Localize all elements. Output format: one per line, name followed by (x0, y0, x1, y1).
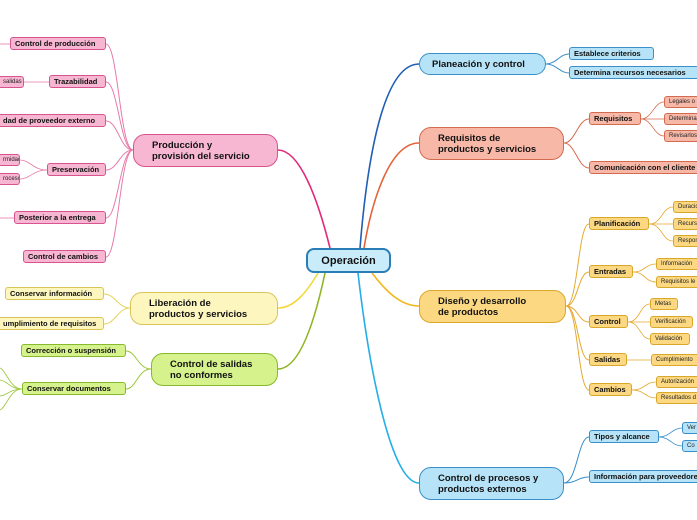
leaf-revisarlos[interactable]: Revisarlos (664, 130, 697, 142)
branch-planeacion[interactable]: Planeación y control (419, 53, 546, 75)
sub-planificacion[interactable]: Planificación (589, 217, 649, 230)
leaf-validacion[interactable]: Validación (650, 333, 690, 345)
branch-liberacion[interactable]: Liberación de productos y servicios (130, 292, 278, 325)
sub-cumplimiento-requisitos[interactable]: umplimiento de requisitos (0, 317, 104, 330)
sub-conservar-informacion[interactable]: Conservar información (5, 287, 104, 300)
sub-trazabilidad[interactable]: Trazabilidad (49, 75, 106, 88)
leaf-recursos[interactable]: Recursos (673, 218, 697, 230)
leaf-requisitos-legales[interactable]: Requisitos le (656, 276, 697, 288)
sub-preservacion[interactable]: Preservación (47, 163, 106, 176)
leaf-verificacion[interactable]: Verificación (650, 316, 693, 328)
sub-salidas[interactable]: Salidas (589, 353, 627, 366)
sub-propiedad-proveedor[interactable]: dad de proveedor externo (0, 114, 106, 127)
sub-control[interactable]: Control (589, 315, 628, 328)
leaf-metas[interactable]: Metas (650, 298, 678, 310)
leaf-determina[interactable]: Determina (664, 113, 697, 125)
leaf-legales[interactable]: Legales o (664, 96, 697, 108)
sub-control-produccion[interactable]: Control de producción (10, 37, 106, 50)
sub-informacion-proveedores[interactable]: Información para proveedores (589, 470, 697, 483)
leaf-conformidad[interactable]: rmidad (0, 154, 20, 166)
leaf-co[interactable]: Co (682, 440, 697, 452)
sub-correccion-suspension[interactable]: Corrección o suspensión (21, 344, 126, 357)
leaf-establece-criterios[interactable]: Establece criterios (569, 47, 654, 60)
leaf-resultados[interactable]: Resultados d (656, 392, 697, 404)
leaf-duracion[interactable]: Duración (673, 201, 697, 213)
leaf-salidas[interactable]: salidas (0, 76, 24, 88)
leaf-autorizacion[interactable]: Autorización (656, 376, 697, 388)
branch-procesos-externos[interactable]: Control de procesos y productos externos (419, 467, 564, 500)
branch-requisitos[interactable]: Requisitos de productos y servicios (419, 127, 564, 160)
branch-produccion[interactable]: Producción y provisión del servicio (133, 134, 278, 167)
leaf-cumplimiento[interactable]: Cumplimiento (651, 354, 697, 366)
leaf-proceso[interactable]: roceso (0, 173, 20, 185)
root-node[interactable]: Operación (306, 248, 391, 273)
leaf-ver[interactable]: Ver (682, 422, 697, 434)
branch-salidas-no-conformes[interactable]: Control de salidas no conformes (151, 353, 278, 386)
branch-diseno[interactable]: Diseño y desarrollo de productos (419, 290, 566, 323)
sub-posterior-entrega[interactable]: Posterior a la entrega (14, 211, 106, 224)
sub-tipos-alcance[interactable]: Tipos y alcance (589, 430, 659, 443)
sub-comunicacion-cliente[interactable]: Comunicación con el cliente (589, 161, 697, 174)
sub-conservar-documentos[interactable]: Conservar documentos (22, 382, 126, 395)
sub-cambios[interactable]: Cambios (589, 383, 632, 396)
sub-control-cambios[interactable]: Control de cambios (23, 250, 106, 263)
leaf-determina-recursos[interactable]: Determina recursos necesarios (569, 66, 697, 79)
sub-entradas[interactable]: Entradas (589, 265, 633, 278)
leaf-responsables[interactable]: Responsa (673, 235, 697, 247)
sub-requisitos[interactable]: Requisitos (589, 112, 641, 125)
leaf-informacion[interactable]: Información (656, 258, 697, 270)
